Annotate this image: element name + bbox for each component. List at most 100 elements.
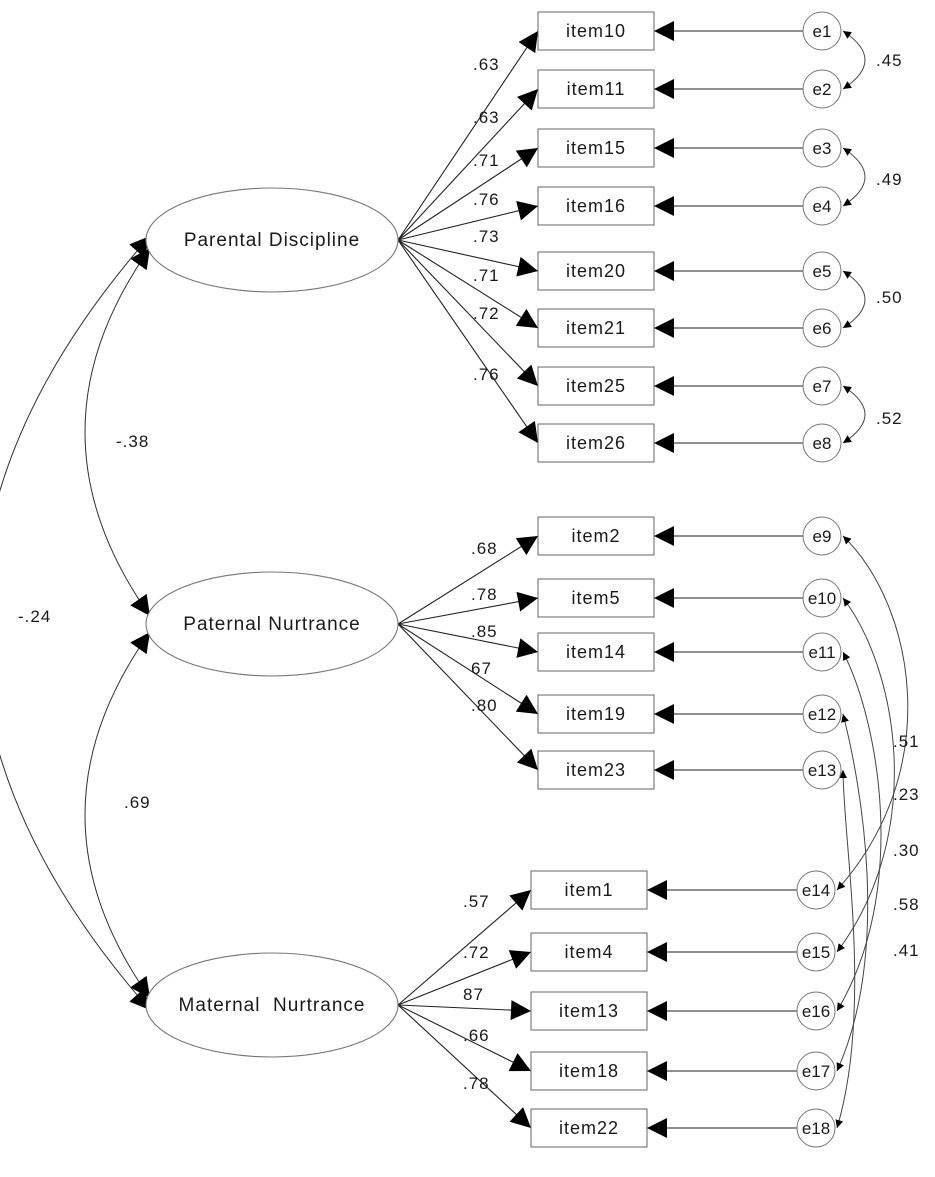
error-label-e1: e1 — [813, 22, 832, 41]
correlation-curve-PN-MN — [84, 631, 151, 999]
error-covariance-label-e7-e8: .52 — [876, 409, 903, 428]
error-covariance-e5-e6 — [842, 270, 866, 329]
loading-path-item5 — [397, 591, 539, 625]
error-covariance-label-e10-e15: .23 — [893, 785, 920, 804]
error-label-e7: e7 — [813, 377, 832, 396]
item-box-item26 — [537, 423, 655, 463]
error-circle-e14 — [796, 870, 836, 910]
loading-label-item19: 67 — [471, 659, 492, 678]
correlation-label-PN-MN: .69 — [124, 793, 151, 812]
correlation-layer — [0, 30, 909, 1129]
error-covariance-e12-e17 — [836, 713, 869, 1072]
item-box-item14 — [537, 632, 655, 672]
item-label-item14: item14 — [566, 642, 626, 662]
error-circle-e12 — [802, 694, 842, 734]
loading-label-item5: .78 — [471, 585, 498, 604]
item-box-item25 — [537, 366, 655, 406]
loading-path-item14 — [397, 623, 539, 658]
loading-path-item4 — [397, 950, 532, 1006]
loading-path-item1 — [397, 889, 532, 1006]
latent-label-MN: Maternal Nurtrance — [179, 995, 366, 1016]
item-box-item4 — [530, 932, 648, 972]
error-label-e13: e13 — [808, 761, 836, 780]
item-box-item23 — [537, 750, 655, 790]
error-label-e9: e9 — [813, 527, 832, 546]
item-label-item13: item13 — [559, 1001, 619, 1021]
loading-label-item11: .63 — [473, 108, 500, 127]
item-label-item2: item2 — [571, 526, 620, 546]
item-box-item2 — [537, 516, 655, 556]
error-covariance-e9-e14 — [836, 535, 909, 891]
error-circle-e4 — [802, 186, 842, 226]
error-label-e11: e11 — [808, 643, 835, 662]
error-covariance-label-e12-e17: .58 — [893, 895, 920, 914]
loading-label-item1: .57 — [463, 892, 490, 911]
item-label-item22: item22 — [559, 1118, 619, 1138]
item-box-item15 — [537, 128, 655, 168]
error-circle-e3 — [802, 128, 842, 168]
error-covariance-e7-e8 — [842, 385, 866, 444]
error-circle-e18 — [796, 1108, 836, 1148]
item-label-item10: item10 — [566, 21, 626, 41]
loading-label-item21: .71 — [473, 266, 500, 285]
loading-path-item20 — [397, 239, 539, 277]
error-covariance-e3-e4 — [842, 147, 866, 207]
loading-label-item20: .73 — [473, 227, 500, 246]
error-label-e4: e4 — [813, 197, 832, 216]
error-covariance-label-e11-e16: .30 — [893, 841, 920, 860]
error-circle-e6 — [802, 308, 842, 348]
error-label-e5: e5 — [813, 262, 832, 281]
item-box-item5 — [537, 578, 655, 618]
error-label-e10: e10 — [808, 589, 836, 608]
loading-path-item13 — [397, 1000, 532, 1021]
loading-label-item14: .85 — [471, 622, 498, 641]
loading-path-item19 — [397, 623, 539, 715]
item-box-item10 — [537, 11, 655, 51]
loading-path-item22 — [397, 1004, 532, 1129]
item-box-item11 — [537, 69, 655, 109]
loading-label-item25: .72 — [473, 304, 500, 323]
error-label-e18: e18 — [802, 1119, 830, 1138]
error-label-e15: e15 — [802, 943, 830, 962]
latent-ellipse-PN — [145, 571, 399, 677]
loading-path-item21 — [397, 239, 539, 329]
item-label-item18: item18 — [559, 1061, 619, 1081]
loading-label-item18: .66 — [463, 1026, 490, 1045]
error-label-e16: e16 — [802, 1002, 830, 1021]
item-box-item19 — [537, 694, 655, 734]
loading-path-item25 — [397, 239, 539, 387]
loading-path-item10 — [397, 30, 539, 241]
item-label-item26: item26 — [566, 433, 626, 453]
error-circle-e17 — [796, 1051, 836, 1091]
error-label-e6: e6 — [813, 319, 832, 338]
correlation-label-PD-MN: -.24 — [18, 607, 51, 626]
loading-path-item2 — [397, 535, 539, 625]
item-label-item1: item1 — [564, 880, 613, 900]
error-covariance-label-e13-e18: .41 — [893, 941, 920, 960]
error-label-e2: e2 — [813, 80, 832, 99]
item-box-item1 — [530, 870, 648, 910]
error-label-e8: e8 — [813, 434, 832, 453]
item-box-item21 — [537, 308, 655, 348]
loading-label-item10: .63 — [473, 55, 500, 74]
loading-path-item11 — [397, 88, 539, 241]
loading-path-layer — [397, 21, 803, 1138]
loading-label-item16: .76 — [473, 190, 500, 209]
error-circle-e7 — [802, 366, 842, 406]
item-label-item23: item23 — [566, 760, 626, 780]
loading-path-item26 — [397, 239, 539, 444]
loading-path-item23 — [397, 623, 539, 771]
error-circle-e1 — [802, 11, 842, 51]
error-label-e12: e12 — [808, 705, 836, 724]
item-label-item20: item20 — [566, 261, 626, 281]
item-box-item16 — [537, 186, 655, 226]
latent-ellipse-MN — [145, 952, 399, 1058]
error-circle-e5 — [802, 251, 842, 291]
latent-label-PD: Parental Discipline — [184, 230, 360, 251]
latent-ellipse-PD — [145, 187, 399, 293]
loading-label-item23: .80 — [471, 696, 498, 715]
error-circle-e9 — [802, 516, 842, 556]
item-label-item25: item25 — [566, 376, 626, 396]
